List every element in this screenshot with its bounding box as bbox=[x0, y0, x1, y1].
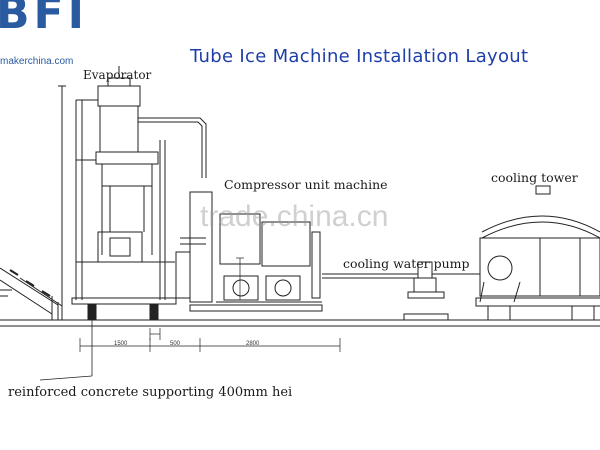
cooling-tower bbox=[475, 185, 600, 321]
dimension-lines bbox=[79, 257, 341, 352]
compressor-unit bbox=[189, 191, 323, 312]
label-cooling-tower: cooling tower bbox=[491, 170, 578, 185]
label-compressor-unit: Compressor unit machine bbox=[224, 177, 388, 192]
evaporator-unit bbox=[58, 66, 177, 321]
label-cooling-water-pump: cooling water pump bbox=[343, 256, 470, 271]
connecting-pipe bbox=[138, 117, 207, 299]
concrete-leader-tail bbox=[39, 375, 93, 381]
dimension-label-3: 2800 bbox=[246, 341, 260, 347]
dimension-label-2: 500 bbox=[170, 341, 181, 347]
label-evaporator: Evaporator bbox=[83, 68, 152, 82]
diagram-title: Tube Ice Machine Installation Layout bbox=[190, 46, 529, 67]
watermark: trade.china.cn bbox=[200, 200, 389, 233]
logo-subtext: makerchina.com bbox=[0, 56, 74, 67]
bfi-logo: BFI bbox=[0, 0, 88, 39]
conveyor bbox=[0, 267, 63, 320]
label-reinforced-concrete: reinforced concrete supporting 400mm hei bbox=[8, 385, 293, 400]
cooling-water-pump bbox=[322, 261, 480, 321]
dimension-label-1: 1500 bbox=[114, 341, 128, 347]
